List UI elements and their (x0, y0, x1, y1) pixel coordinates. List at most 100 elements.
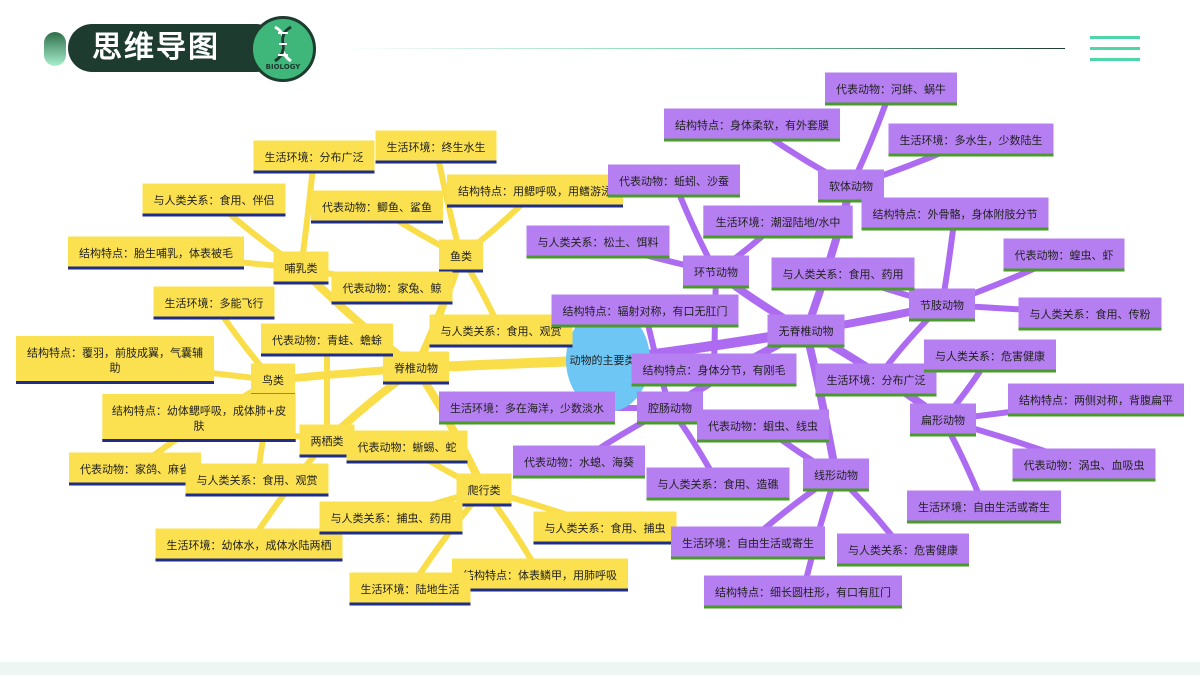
vertebrate-detail-reptile-2[interactable]: 与人类关系：食用、捕虫 (533, 511, 677, 545)
invertebrate-detail-annelid-0[interactable]: 代表动物：蚯蚓、沙蚕 (608, 164, 740, 198)
invertebrate-detail-flatworm-0[interactable]: 与人类关系：危害健康 (924, 339, 1056, 373)
invertebrate-detail-roundworm-2[interactable]: 与人类关系：危害健康 (837, 533, 969, 567)
vertebrate-class-amphibian[interactable]: 两栖类 (299, 424, 355, 458)
vertebrate-class-amphibian-box (299, 424, 355, 458)
invertebrate-detail-arthropod-4-box (815, 363, 937, 397)
invertebrate-class-mollusc-underline (818, 199, 884, 203)
vertebrate-detail-reptile-1-box (319, 501, 463, 535)
invertebrate-class-flatworm[interactable]: 扁形动物 (910, 403, 976, 437)
vertebrate-detail-mammal-1-box (142, 183, 286, 217)
invertebrate-detail-flatworm-0-underline (924, 369, 1056, 373)
vertebrate-detail-mammal-3[interactable]: 代表动物：家兔、鲸 (331, 271, 453, 305)
vertebrate-detail-amphibian-2[interactable]: 生活环境：幼体水，成体水陆两栖 (155, 528, 343, 562)
invertebrate-detail-mollusc-0-underline (825, 102, 957, 106)
vertebrate-detail-bird-0-label: 生活环境：多能飞行 (165, 296, 264, 310)
group-node-vertebrate[interactable]: 脊椎动物 (383, 351, 449, 385)
vertebrate-class-reptile[interactable]: 爬行类 (456, 473, 512, 507)
vertebrate-detail-mammal-1[interactable]: 与人类关系：食用、伴侣 (142, 183, 286, 217)
invertebrate-detail-annelid-2-label: 与人类关系：松土、饵料 (538, 235, 659, 249)
header-divider (340, 48, 1065, 49)
vertebrate-class-reptile-label: 爬行类 (468, 483, 501, 497)
vertebrate-detail-reptile-0-label: 代表动物：蜥蜴、蛇 (358, 440, 457, 454)
vertebrate-detail-mammal-0-label: 生活环境：分布广泛 (265, 150, 364, 164)
vertebrate-detail-bird-3[interactable]: 与人类关系：食用、观赏 (185, 463, 329, 497)
vertebrate-detail-amphibian-0[interactable]: 代表动物：青蛙、蟾蜍 (261, 323, 393, 357)
root-node-ellipse (566, 308, 650, 412)
vertebrate-detail-mammal-0-box (253, 140, 375, 174)
invertebrate-class-arthropod[interactable]: 节肢动物 (909, 288, 975, 322)
page-title: 思维导图 (92, 30, 220, 65)
vertebrate-detail-reptile-3-box (452, 558, 628, 592)
invertebrate-detail-arthropod-1-label: 代表动物：蝗虫、虾 (1015, 248, 1114, 262)
invertebrate-detail-roundworm-3[interactable]: 结构特点：细长圆柱形，有口有肛门 (704, 575, 902, 609)
invertebrate-detail-mollusc-1[interactable]: 结构特点：身体柔软，有外套膜 (664, 108, 840, 142)
invertebrate-detail-arthropod-2[interactable]: 与人类关系：食用、传粉 (1018, 297, 1162, 331)
invertebrate-detail-cnidarian-0[interactable]: 结构特点：辐射对称，有口无肛门 (551, 294, 739, 328)
vertebrate-detail-fish-1[interactable]: 结构特点：用鳃呼吸，用鳍游泳 (447, 174, 623, 208)
invertebrate-class-roundworm-box (803, 458, 869, 492)
vertebrate-detail-bird-0-underline (153, 316, 275, 320)
vertebrate-class-bird[interactable]: 鸟类 (251, 363, 295, 397)
invertebrate-detail-mollusc-2[interactable]: 生活环境：多水生，少数陆生 (888, 123, 1054, 157)
vertebrate-detail-fish-3-label: 与人类关系：食用、观赏 (441, 324, 562, 338)
vertebrate-detail-reptile-3[interactable]: 结构特点：体表鳞甲，用肺呼吸 (452, 558, 628, 592)
invertebrate-class-roundworm[interactable]: 线形动物 (803, 458, 869, 492)
invertebrate-detail-arthropod-3[interactable]: 与人类关系：食用、药用 (771, 257, 915, 291)
invertebrate-detail-arthropod-4-label: 生活环境：分布广泛 (827, 373, 926, 387)
invertebrate-detail-flatworm-1-label: 结构特点：两侧对称，背腹扁平 (1019, 393, 1173, 407)
vertebrate-class-fish-box (439, 239, 483, 273)
invertebrate-detail-arthropod-3-label: 与人类关系：食用、药用 (783, 267, 904, 281)
invertebrate-detail-arthropod-0[interactable]: 结构特点：外骨骼，身体附肢分节 (861, 197, 1049, 231)
vertebrate-detail-reptile-0[interactable]: 代表动物：蜥蜴、蛇 (346, 430, 468, 464)
invertebrate-detail-arthropod-1-underline (1003, 268, 1125, 272)
vertebrate-class-bird-label: 鸟类 (262, 373, 284, 387)
invertebrate-detail-roundworm-1[interactable]: 生活环境：自由生活或寄生 (671, 526, 825, 560)
vertebrate-class-mammal[interactable]: 哺乳类 (273, 251, 329, 285)
invertebrate-detail-cnidarian-2[interactable]: 代表动物：水螅、海葵 (513, 445, 645, 479)
vertebrate-detail-bird-0[interactable]: 生活环境：多能飞行 (153, 286, 275, 320)
vertebrate-detail-fish-3[interactable]: 与人类关系：食用、观赏 (429, 314, 573, 348)
invertebrate-detail-mollusc-0[interactable]: 代表动物：河蚌、蜗牛 (825, 72, 957, 106)
invertebrate-detail-flatworm-2[interactable]: 代表动物：涡虫、血吸虫 (1012, 448, 1156, 482)
invertebrate-detail-mollusc-2-label: 生活环境：多水生，少数陆生 (900, 133, 1043, 147)
invertebrate-class-annelid[interactable]: 环节动物 (683, 255, 749, 289)
invertebrate-detail-flatworm-3[interactable]: 生活环境：自由生活或寄生 (907, 490, 1061, 524)
group-node-invertebrate[interactable]: 无脊椎动物 (767, 314, 845, 348)
invertebrate-class-mollusc[interactable]: 软体动物 (818, 169, 884, 203)
invertebrate-detail-flatworm-3-label: 生活环境：自由生活或寄生 (918, 500, 1050, 514)
invertebrate-detail-arthropod-4[interactable]: 生活环境：分布广泛 (815, 363, 937, 397)
invertebrate-detail-cnidarian-1-label: 生活环境：多在海洋，少数淡水 (450, 401, 604, 415)
invertebrate-detail-cnidarian-1[interactable]: 生活环境：多在海洋，少数淡水 (439, 391, 615, 425)
vertebrate-detail-mammal-3-label: 代表动物：家兔、鲸 (343, 281, 442, 295)
vertebrate-detail-reptile-1-underline (319, 531, 463, 535)
invertebrate-detail-flatworm-1[interactable]: 结构特点：两侧对称，背腹扁平 (1008, 383, 1184, 417)
invertebrate-detail-annelid-2[interactable]: 与人类关系：松土、饵料 (526, 225, 670, 259)
vertebrate-detail-fish-2[interactable]: 代表动物：鲫鱼、鲨鱼 (311, 190, 443, 224)
vertebrate-class-fish[interactable]: 鱼类 (439, 239, 483, 273)
vertebrate-detail-bird-2[interactable]: 代表动物：家鸽、麻雀 (69, 452, 201, 486)
invertebrate-detail-arthropod-1-box (1003, 238, 1125, 272)
invertebrate-detail-annelid-1[interactable]: 生活环境：潮湿陆地/水中 (703, 205, 853, 239)
invertebrate-class-roundworm-underline (803, 488, 869, 492)
vertebrate-detail-mammal-0-underline (253, 170, 375, 174)
invertebrate-detail-arthropod-2-label: 与人类关系：食用、传粉 (1030, 307, 1151, 321)
invertebrate-detail-roundworm-1-label: 生活环境：自由生活或寄生 (682, 536, 814, 550)
root-node[interactable]: 动物的主要类群 (566, 308, 650, 412)
invertebrate-detail-cnidarian-3[interactable]: 与人类关系：食用、造礁 (646, 467, 790, 501)
vertebrate-detail-reptile-1[interactable]: 与人类关系：捕虫、药用 (319, 501, 463, 535)
dna-icon: BIOLOGY (250, 16, 316, 82)
vertebrate-detail-mammal-1-underline (142, 213, 286, 217)
vertebrate-detail-mammal-2[interactable]: 结构特点：胎生哺乳，体表被毛 (68, 236, 244, 270)
invertebrate-detail-annelid-3[interactable]: 结构特点：身体分节，有刚毛 (631, 353, 797, 387)
vertebrate-detail-amphibian-1[interactable]: 结构特点：幼体鳃呼吸，成体肺+皮肤 (102, 394, 296, 442)
vertebrate-detail-mammal-0[interactable]: 生活环境：分布广泛 (253, 140, 375, 174)
vertebrate-detail-reptile-4[interactable]: 生活环境：陆地生活 (349, 572, 471, 606)
invertebrate-detail-arthropod-1[interactable]: 代表动物：蝗虫、虾 (1003, 238, 1125, 272)
menu-icon[interactable] (1090, 36, 1140, 62)
vertebrate-detail-fish-0[interactable]: 生活环境：终生水生 (375, 130, 497, 164)
invertebrate-detail-annelid-3-box (631, 353, 797, 387)
mind-map-edge (802, 327, 840, 479)
invertebrate-class-cnidarian[interactable]: 腔肠动物 (637, 391, 703, 425)
invertebrate-detail-roundworm-0[interactable]: 代表动物：蛔虫、线虫 (697, 409, 829, 443)
